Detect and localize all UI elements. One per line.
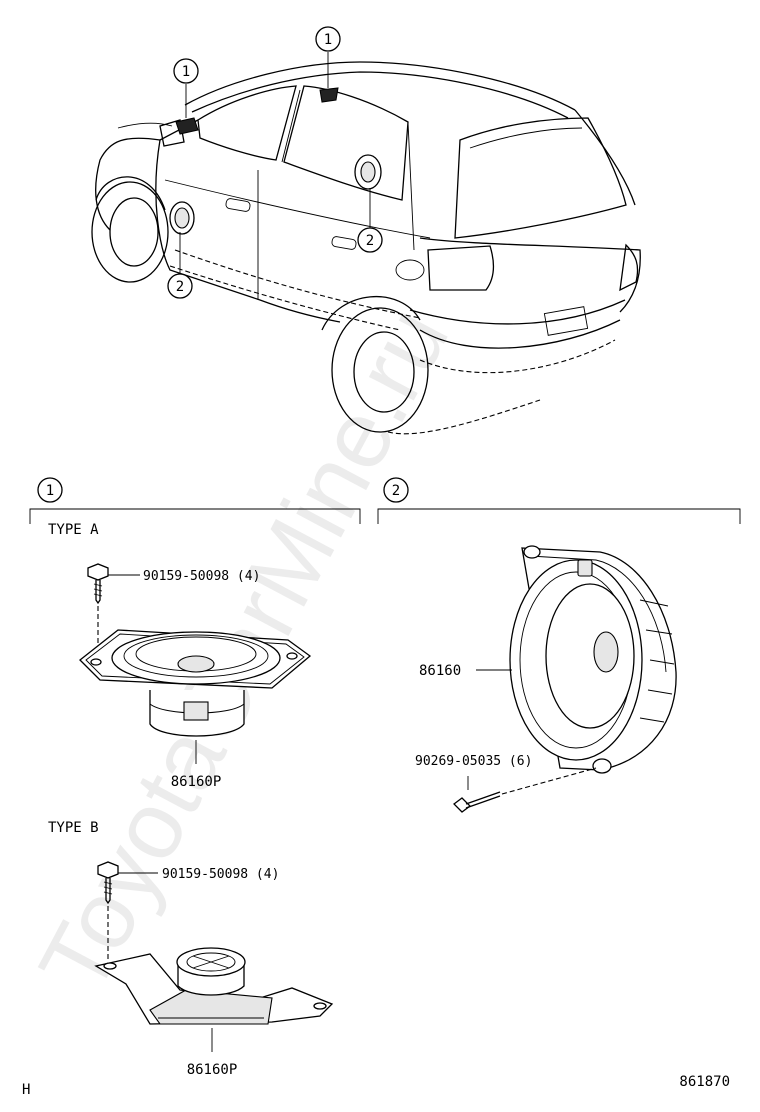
callout-number: 2 [366, 233, 374, 249]
type-a-speaker [79, 629, 312, 737]
callout-1-front-tweeter: 1 [173, 58, 199, 84]
type-b-screw-part-number: 90159-50098 (4) [162, 867, 279, 882]
type-b-speaker [94, 947, 334, 1025]
type-a-speaker-part-number: 86160P [171, 774, 222, 790]
section-2-callout [383, 477, 409, 503]
section-1-callout-number: 1 [46, 483, 54, 499]
section-1-bracket [29, 508, 361, 524]
type-a-label: TYPE A [48, 522, 99, 538]
section-2-callout-number: 2 [392, 483, 400, 499]
type-b-screw [97, 861, 119, 905]
callout-2-front-door-speaker: 2 [167, 273, 193, 299]
callout-number: 1 [182, 64, 190, 80]
section-1: 1 TYPE A 90159-50098 (4) 86160P [29, 477, 361, 1078]
type-b-speaker-part-number: 86160P [187, 1062, 238, 1078]
callout-1-rear-tweeter: 1 [315, 26, 341, 52]
section-2: 2 86160 90269-05035 (6) [377, 477, 741, 813]
door-speaker [509, 545, 677, 774]
car-illustration [91, 61, 641, 435]
type-b-label: TYPE B [48, 820, 99, 836]
callout-number: 2 [176, 279, 184, 295]
callout-2-rear-door-speaker: 2 [357, 227, 383, 253]
rivet [453, 791, 501, 813]
type-a-screw [87, 563, 109, 605]
door-speaker-part-number: 86160 [419, 663, 461, 679]
rivet-part-number: 90269-05035 (6) [415, 754, 532, 769]
section-2-bracket [377, 508, 741, 524]
figure-number: 861870 [679, 1074, 730, 1090]
section-1-callout [37, 477, 63, 503]
footer-left-code: H [22, 1082, 30, 1098]
type-a-screw-part-number: 90159-50098 (4) [143, 569, 260, 584]
callout-number: 1 [324, 32, 332, 48]
